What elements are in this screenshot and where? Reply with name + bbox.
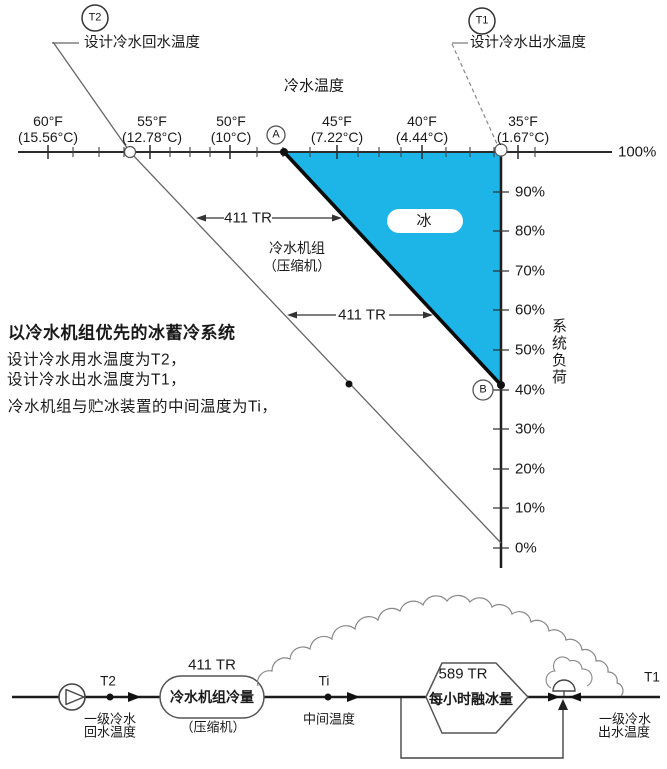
melt-rating: 589 TR xyxy=(438,665,488,683)
ti-pipe-dot xyxy=(324,693,332,701)
load-tick-label: 80% xyxy=(515,222,546,240)
load-tick-label: 40% xyxy=(515,381,546,399)
temp-label-f: 55°F xyxy=(137,113,167,129)
temp-label-c: (15.56°C) xyxy=(17,129,79,145)
flow-arrowhead-1 xyxy=(128,692,141,702)
chiller-box xyxy=(159,675,265,719)
notes-line: 设计冷水出水温度为T1， xyxy=(7,371,187,389)
load-tick-label: 70% xyxy=(515,262,546,280)
t1-caption: 设计冷水出水温度 xyxy=(470,34,586,51)
point-b-dot xyxy=(497,381,505,389)
temp-label-c: (4.44°C) xyxy=(395,129,449,145)
valve-icon xyxy=(552,679,576,692)
return-caption-line1: 一级冷水 xyxy=(83,711,137,727)
temp-label-c: (10°C) xyxy=(210,129,252,145)
flow-t1-label: T1 xyxy=(644,669,660,685)
y-axis-title: 系统负荷 xyxy=(550,318,567,386)
temp-label-f: 60°F xyxy=(33,113,63,129)
chiller-name: 冷水机组冷量 xyxy=(170,689,254,705)
cloud-outline xyxy=(256,594,624,697)
notes-line: 设计冷水用水温度为T2， xyxy=(7,351,187,369)
load-tick-label: 100% xyxy=(618,143,657,161)
t2-pipe-dot xyxy=(106,693,114,701)
chiller-label-line1: 冷水机组 xyxy=(269,240,325,256)
tr-lower-right-arrowhead xyxy=(423,311,433,319)
triangle-hypotenuse xyxy=(282,150,503,387)
chiller-sub: （压缩机） xyxy=(180,719,246,735)
temp-label-c: (12.78°C) xyxy=(121,129,183,145)
major-ticks xyxy=(47,145,519,159)
ice-pill xyxy=(387,209,463,233)
return-caption-line2: 回水温度 xyxy=(83,724,137,740)
x-axis-title: 冷水温度 xyxy=(283,77,345,95)
bypass-line xyxy=(400,697,564,759)
chiller-rating: 411 TR xyxy=(188,656,236,674)
load-tick-label: 50% xyxy=(515,341,546,359)
pump-triangle xyxy=(65,688,85,706)
t2-caption: 设计冷水回水温度 xyxy=(84,34,200,51)
notes-line: 冷水机组与贮冰装置的中间温度为Ti， xyxy=(8,398,278,416)
tr-lower-left-arrowhead xyxy=(287,311,297,319)
flow-arrowhead-2 xyxy=(347,692,360,702)
melt-name: 每小时融冰量 xyxy=(429,691,513,707)
load-ticks xyxy=(493,191,509,549)
t1-tag-circle xyxy=(468,7,496,35)
temp-label-f: 40°F xyxy=(407,113,437,129)
point-b-circle xyxy=(472,379,494,401)
cloud-inner-bubble xyxy=(545,656,593,689)
point-a-label: A xyxy=(272,128,280,141)
supply-caption-line2: 出水温度 xyxy=(597,724,651,740)
chiller-label-line2: （压缩机） xyxy=(263,258,331,274)
flow-ti-label: Ti xyxy=(318,673,330,689)
tr-upper-left-arrowhead xyxy=(196,214,206,222)
temp-label-f: 35°F xyxy=(508,113,538,129)
temp-label-c: (1.67°C) xyxy=(496,129,550,145)
notes-title: 以冷水机组优先的冰蓄冷系统 xyxy=(8,323,236,343)
ti-caption: 中间温度 xyxy=(302,711,356,727)
temp-label-f: 50°F xyxy=(216,113,246,129)
junction-left-arrowhead xyxy=(569,692,581,702)
point-a-circle xyxy=(266,125,286,145)
tr-lower-label: 411 TR xyxy=(338,306,386,324)
load-tick-label: 60% xyxy=(515,301,546,319)
load-tick-label: 0% xyxy=(515,539,537,557)
t2-tag-circle xyxy=(81,4,109,32)
t2-axis-marker xyxy=(123,145,137,159)
ice-label: 冰 xyxy=(416,212,432,230)
ti-dot xyxy=(345,380,353,388)
ice-melt-box xyxy=(425,662,529,734)
t1-axis-marker xyxy=(494,143,508,157)
load-tick-label: 20% xyxy=(515,460,546,478)
temp-label-c: (7.22°C) xyxy=(310,129,364,145)
t1-tag: T1 xyxy=(475,14,489,27)
bypass-up-arrowhead xyxy=(558,699,568,710)
point-b-label: B xyxy=(479,383,487,396)
t2-tag: T2 xyxy=(88,11,102,24)
flow-t2-label: T2 xyxy=(100,673,116,689)
t1-dashed-line xyxy=(451,43,499,147)
tr-upper-right-arrowhead xyxy=(332,214,342,222)
load-tick-label: 10% xyxy=(515,499,546,517)
junction-right-arrowhead xyxy=(548,692,560,702)
tr-upper-label: 411 TR xyxy=(224,209,272,227)
load-tick-label: 30% xyxy=(515,420,546,438)
supply-caption-line1: 一级冷水 xyxy=(598,711,652,727)
temp-label-f: 45°F xyxy=(322,113,352,129)
load-tick-label: 90% xyxy=(515,183,546,201)
point-a-dot xyxy=(280,148,288,156)
